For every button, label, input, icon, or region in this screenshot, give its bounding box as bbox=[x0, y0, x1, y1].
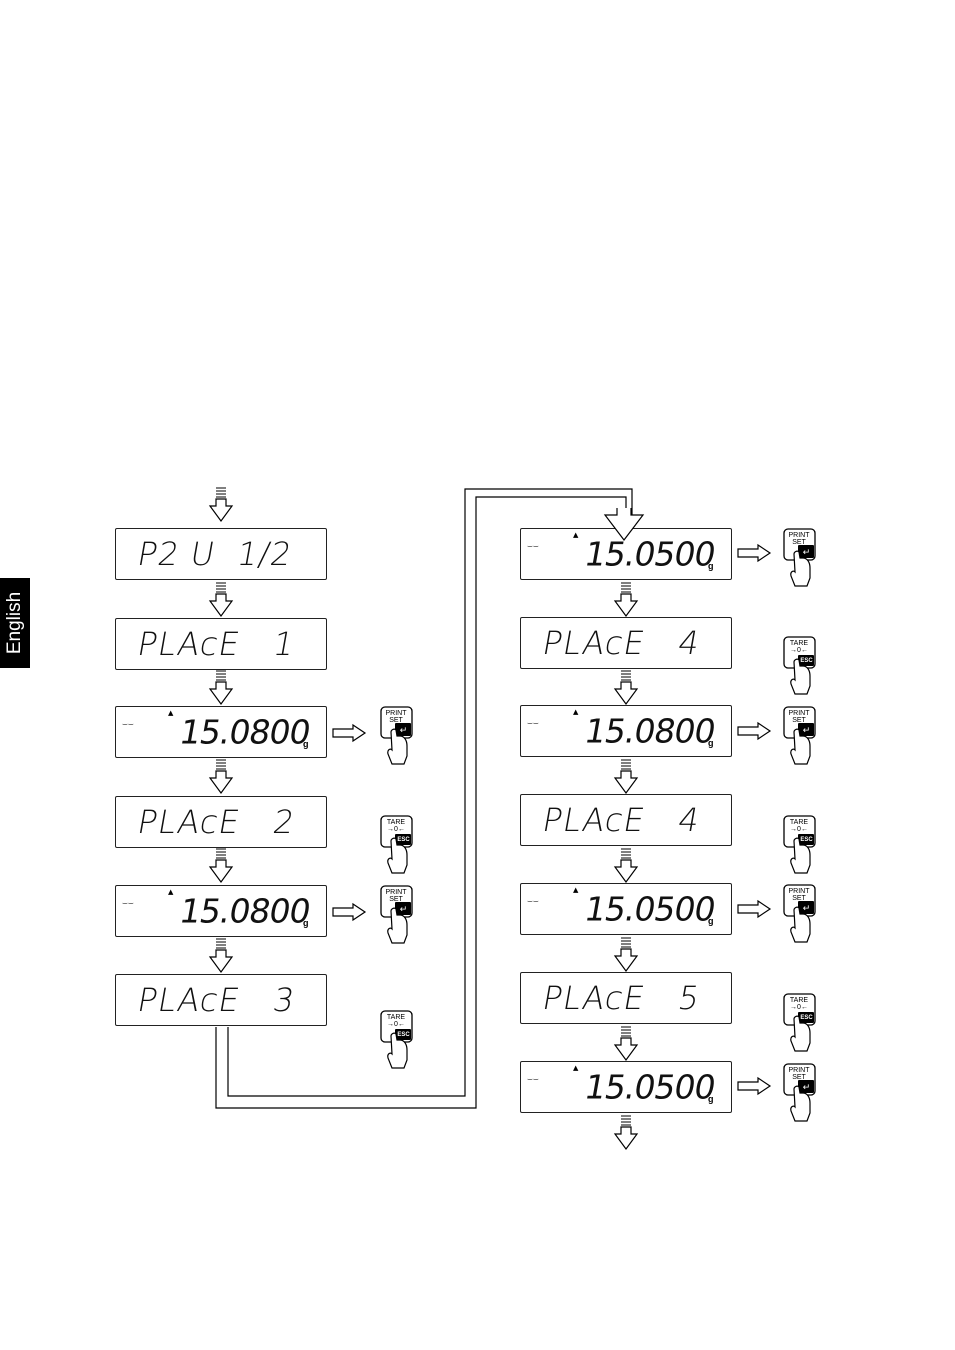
display-weight: ⌣⌣ ▲ 15.0800 g bbox=[115, 706, 327, 758]
esc-label: ESC bbox=[800, 658, 813, 664]
weight-unit: g bbox=[303, 739, 309, 749]
flow-arrow bbox=[737, 544, 771, 562]
weight-unit: g bbox=[303, 918, 309, 928]
flow-arrow bbox=[614, 937, 638, 972]
stability-indicator: ⌣⌣ bbox=[527, 897, 539, 907]
display-weight: ⌣⌣ ▲ 15.0800 g bbox=[520, 705, 732, 757]
enter-icon: ↵ bbox=[399, 725, 408, 735]
flow-arrow bbox=[614, 1115, 638, 1150]
tare-esc-key[interactable]: TARE →0← ESC bbox=[783, 636, 821, 696]
display-place-2: PLAcE 2 bbox=[115, 796, 327, 848]
print-set-key[interactable]: PRINT SET ↵ bbox=[380, 885, 418, 945]
stability-indicator: ⌣⌣ bbox=[122, 720, 134, 730]
flow-arrow bbox=[209, 848, 233, 883]
flow-arrow bbox=[737, 900, 771, 918]
marker-triangle: ▲ bbox=[573, 886, 579, 894]
display-place-5: PLAcE 5 bbox=[520, 972, 732, 1024]
finger-press-icon bbox=[783, 993, 816, 1052]
marker-triangle: ▲ bbox=[573, 708, 579, 716]
enter-icon: ↵ bbox=[802, 903, 811, 913]
flow-arrow bbox=[209, 938, 233, 973]
weight-unit: g bbox=[708, 738, 714, 748]
marker-triangle: ▲ bbox=[168, 888, 174, 896]
finger-press-icon bbox=[783, 884, 816, 943]
flow-arrow bbox=[614, 1026, 638, 1061]
marker-triangle: ▲ bbox=[573, 1064, 579, 1072]
print-set-key[interactable]: PRINT SET ↵ bbox=[783, 1063, 821, 1123]
language-tab: English bbox=[0, 578, 30, 668]
stability-indicator: ⌣⌣ bbox=[527, 719, 539, 729]
tare-esc-key[interactable]: TARE →0← ESC bbox=[380, 815, 418, 875]
tare-esc-key[interactable]: TARE →0← ESC bbox=[380, 1010, 418, 1070]
print-set-key[interactable]: PRINT SET ↵ bbox=[783, 706, 821, 766]
flow-arrow bbox=[209, 487, 233, 522]
flow-arrow bbox=[614, 582, 638, 617]
stability-indicator: ⌣⌣ bbox=[122, 899, 134, 909]
enter-icon: ↵ bbox=[802, 1082, 811, 1092]
flow-arrow bbox=[209, 759, 233, 794]
enter-icon: ↵ bbox=[802, 547, 811, 557]
enter-icon: ↵ bbox=[399, 904, 408, 914]
weight-unit: g bbox=[708, 1094, 714, 1104]
print-set-key[interactable]: PRINT SET ↵ bbox=[783, 884, 821, 944]
flow-arrow bbox=[737, 1077, 771, 1095]
esc-label: ESC bbox=[397, 1032, 410, 1038]
display-p2u: P2 U 1/2 bbox=[115, 528, 327, 580]
weight-unit: g bbox=[708, 916, 714, 926]
enter-icon: ↵ bbox=[802, 725, 811, 735]
tare-esc-key[interactable]: TARE →0← ESC bbox=[783, 815, 821, 875]
display-place-4: PLAcE 4 bbox=[520, 794, 732, 846]
weight-unit: g bbox=[708, 561, 714, 571]
print-set-key[interactable]: PRINT SET ↵ bbox=[380, 706, 418, 766]
display-weight: ⌣⌣ ▲ 15.0500 g bbox=[520, 883, 732, 935]
finger-press-icon bbox=[783, 1063, 816, 1122]
display-place-1: PLAcE 1 bbox=[115, 618, 327, 670]
display-weight: ⌣⌣ ▲ 15.0800 g bbox=[115, 885, 327, 937]
stability-indicator: ⌣⌣ bbox=[527, 542, 539, 552]
finger-press-icon bbox=[783, 528, 816, 587]
marker-triangle: ▲ bbox=[168, 709, 174, 717]
stability-indicator: ⌣⌣ bbox=[527, 1075, 539, 1085]
flow-arrow bbox=[209, 670, 233, 705]
finger-press-icon bbox=[380, 706, 413, 765]
display-place-3: PLAcE 3 bbox=[115, 974, 327, 1026]
finger-press-icon bbox=[783, 706, 816, 765]
print-set-key[interactable]: PRINT SET ↵ bbox=[783, 528, 821, 588]
finger-press-icon bbox=[783, 815, 816, 874]
finger-press-icon bbox=[783, 636, 816, 695]
flow-arrow bbox=[332, 903, 366, 921]
tare-esc-key[interactable]: TARE →0← ESC bbox=[783, 993, 821, 1053]
finger-press-icon bbox=[380, 1010, 413, 1069]
finger-press-icon bbox=[380, 815, 413, 874]
flow-arrow bbox=[614, 670, 638, 705]
display-place-4: PLAcE 4 bbox=[520, 617, 732, 669]
esc-label: ESC bbox=[397, 837, 410, 843]
display-weight: ⌣⌣ ▲ 15.0500 g bbox=[520, 1061, 732, 1113]
flow-arrow bbox=[332, 724, 366, 742]
flow-arrow bbox=[614, 848, 638, 883]
finger-press-icon bbox=[380, 885, 413, 944]
flow-arrow bbox=[737, 722, 771, 740]
flow-arrow bbox=[614, 759, 638, 794]
esc-label: ESC bbox=[800, 1015, 813, 1021]
flow-arrow bbox=[209, 582, 233, 617]
marker-triangle: ▲ bbox=[573, 531, 579, 539]
esc-label: ESC bbox=[800, 837, 813, 843]
